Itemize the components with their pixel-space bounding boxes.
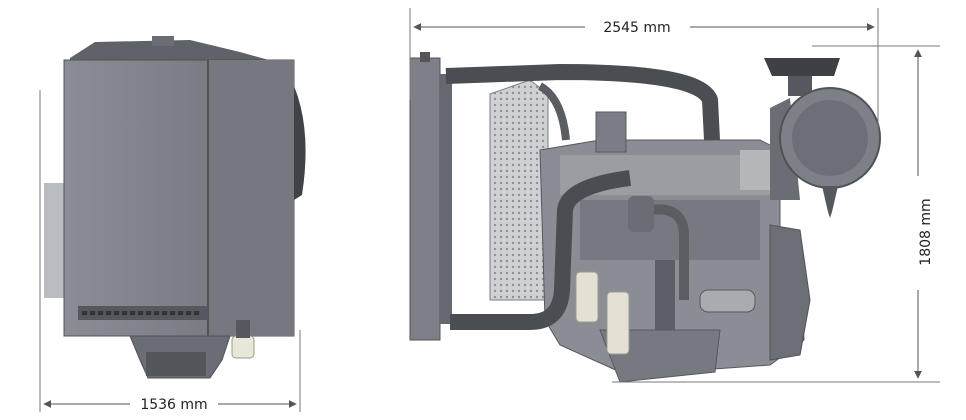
air-cleaner <box>764 58 881 218</box>
height-dimension-label: 1808 mm <box>918 198 934 265</box>
lower-coolant-pipe <box>450 170 632 330</box>
fan-guard <box>294 86 306 200</box>
oil-filter <box>606 291 630 355</box>
turbocharger <box>628 196 654 232</box>
length-dimension-label: 2545 mm <box>603 20 670 36</box>
radiator-frame <box>440 74 452 324</box>
flywheel-housing <box>769 224 811 361</box>
dust-valve <box>822 186 838 218</box>
air-cleaner-cap <box>764 58 840 76</box>
starter-motor <box>699 289 756 313</box>
engine-mount <box>655 260 675 330</box>
width-dimension-label: 1536 mm <box>140 397 207 413</box>
air-cleaner-face <box>792 100 868 176</box>
turbo-pipe <box>649 204 689 300</box>
oil-pan <box>599 329 721 383</box>
fan-guard-mesh <box>489 79 549 301</box>
filler-cap <box>152 36 174 46</box>
housing-right-panel <box>208 60 294 336</box>
sump-base <box>146 352 206 376</box>
side-view: 2545 mm 1808 mm <box>409 8 940 383</box>
end-view: 1536 mm <box>39 36 306 413</box>
coolant-pipe <box>537 82 570 141</box>
radiator-cap <box>420 52 430 62</box>
radiator <box>409 57 441 341</box>
charge-air-pipe <box>445 64 720 141</box>
filter-mount <box>236 320 250 338</box>
small-filter <box>231 335 255 359</box>
side-panel <box>44 183 64 298</box>
oil-filler <box>595 111 627 153</box>
fuel-filter <box>575 271 599 323</box>
